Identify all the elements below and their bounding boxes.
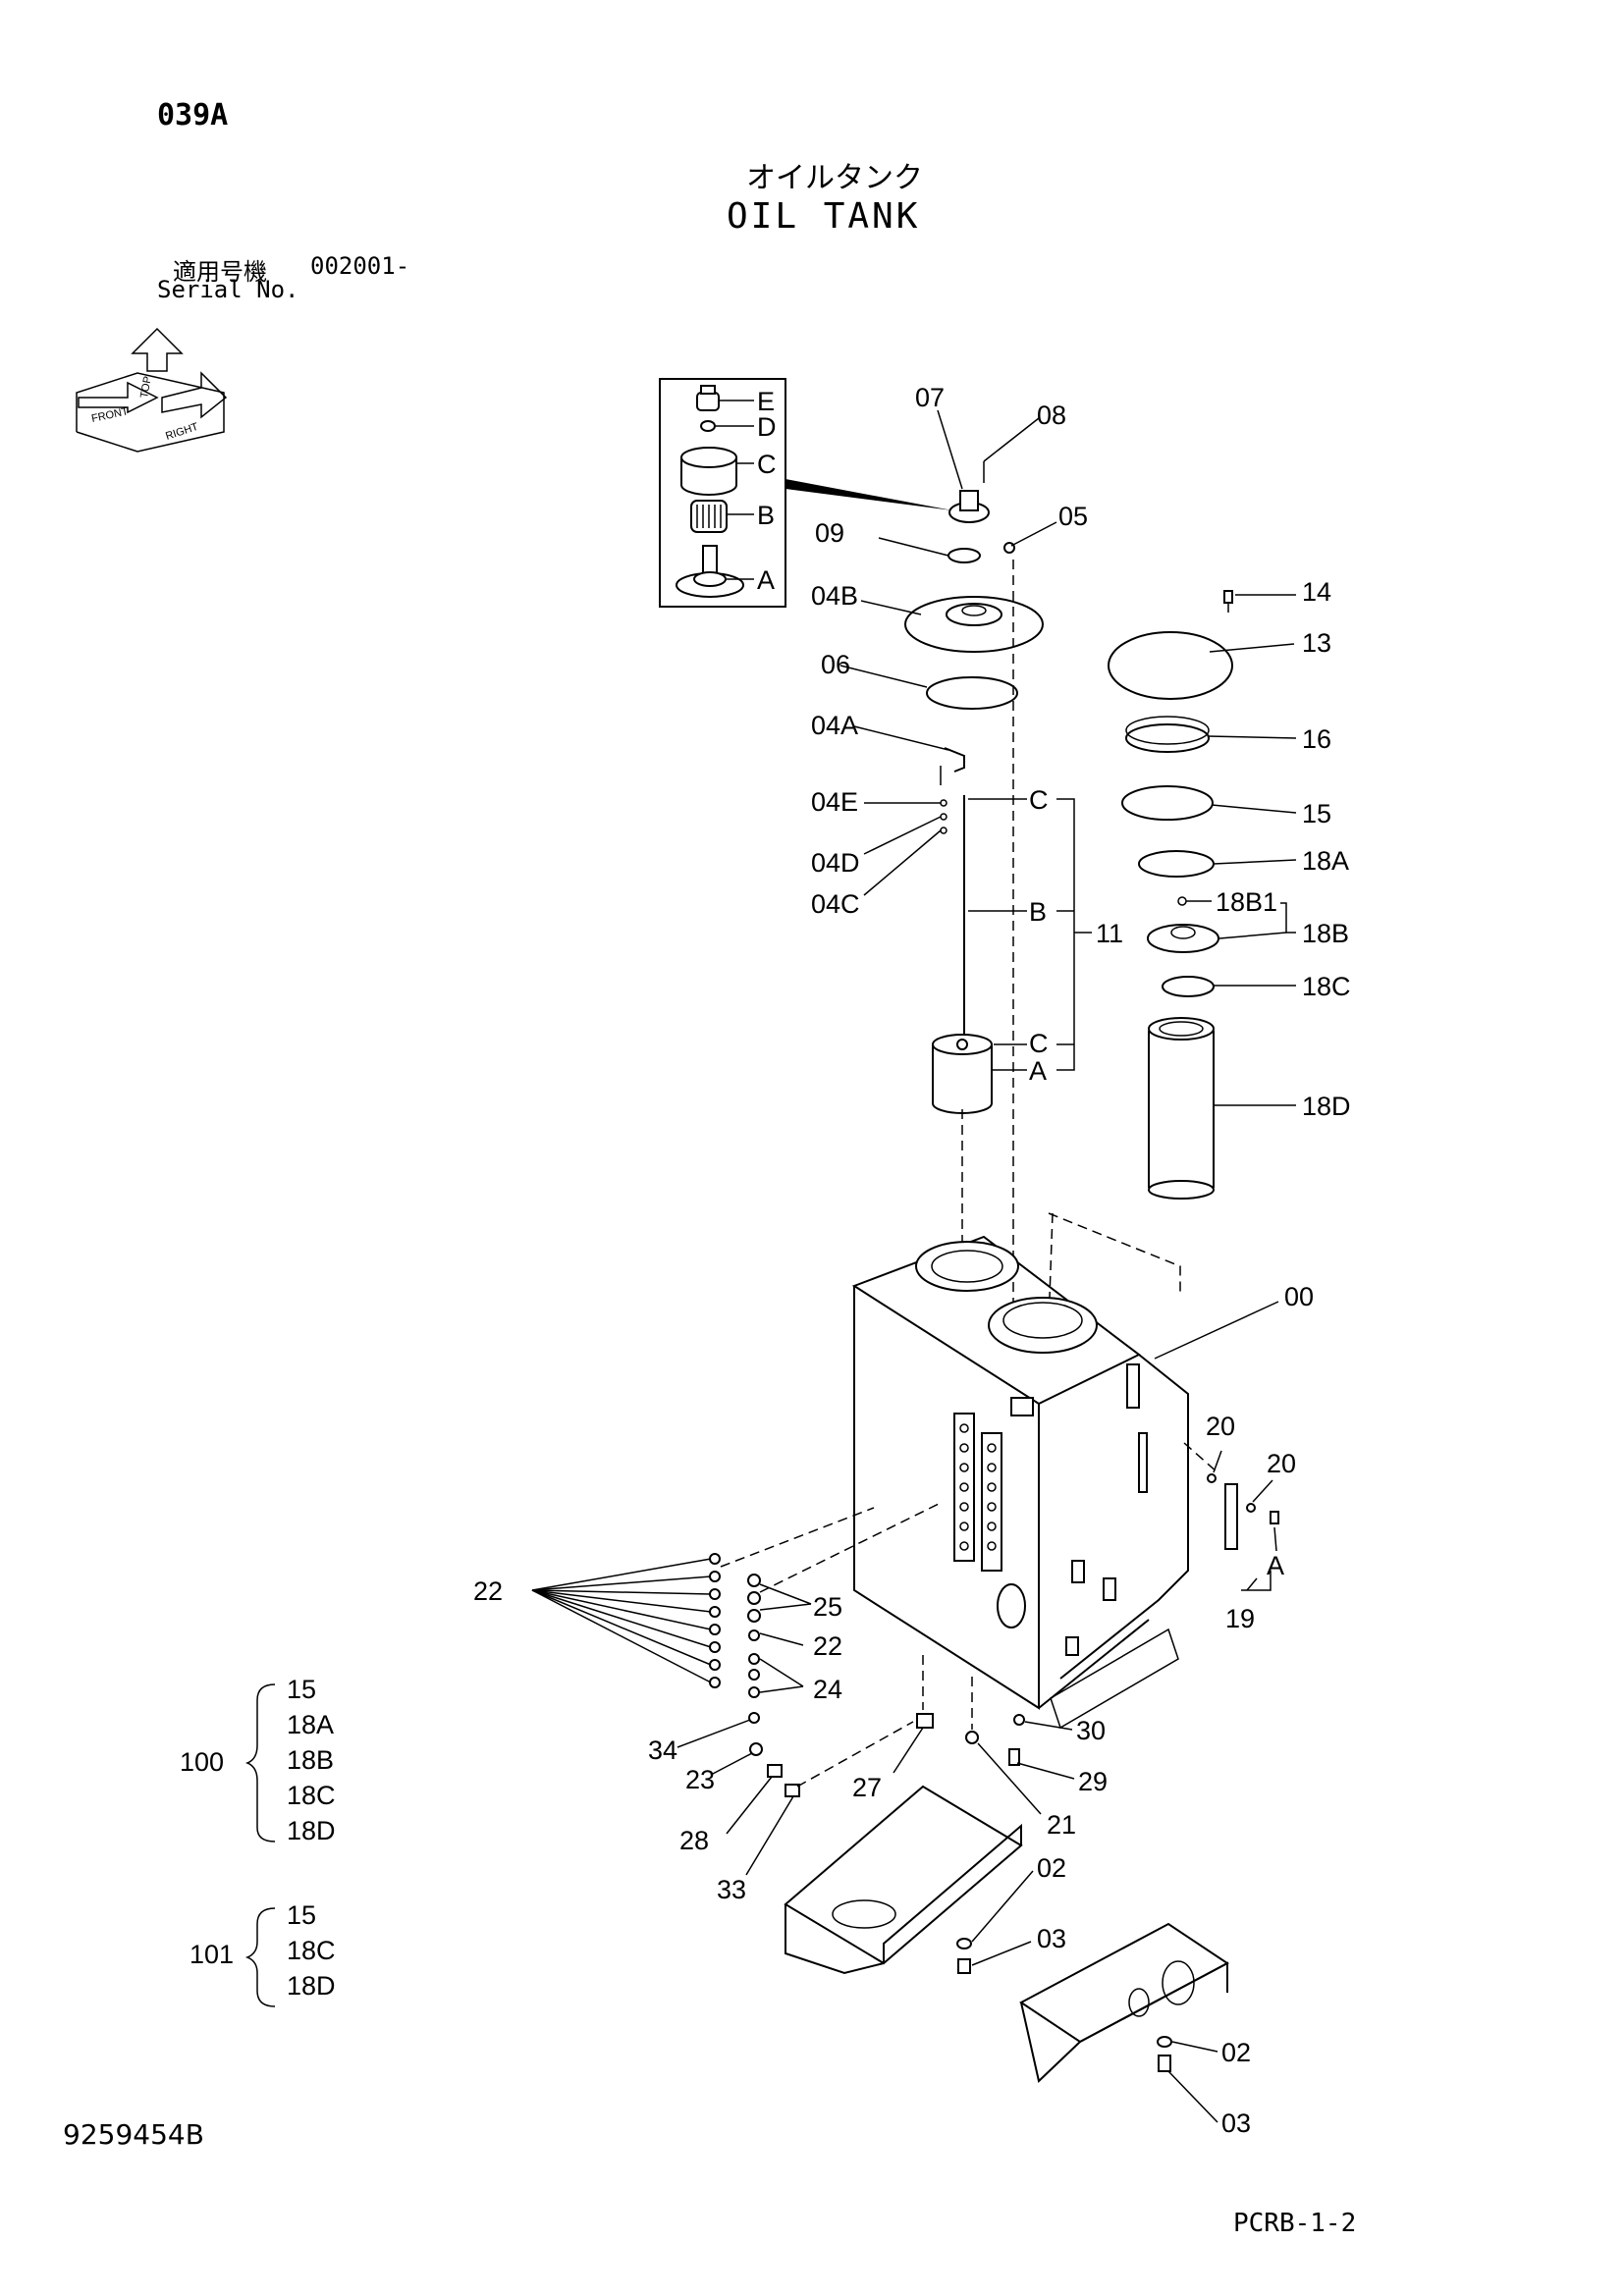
callout-20-lower: 20	[1267, 1449, 1296, 1478]
callout-18b1: 18B1	[1216, 887, 1277, 917]
callout-13: 13	[1302, 628, 1331, 658]
page-reference: PCRB-1-2	[1233, 2209, 1357, 2238]
callout-22-left: 22	[473, 1576, 503, 1606]
callout-07: 07	[915, 383, 945, 412]
serial-value: 002001-	[310, 252, 410, 280]
right-arrow-icon	[161, 371, 228, 419]
top-label: TOP	[138, 375, 154, 399]
callout-11: 11	[1096, 919, 1123, 948]
inset-label-a: A	[757, 565, 775, 595]
callout-18a: 18A	[1302, 846, 1349, 876]
callout-29: 29	[1078, 1767, 1108, 1796]
kit-100-item: 15	[287, 1675, 316, 1704]
front-arrow-icon	[78, 381, 159, 414]
callout-27: 27	[852, 1773, 882, 1802]
oil-tank-body	[851, 1235, 1189, 1730]
callout-08: 08	[1037, 400, 1066, 430]
serial-label-japanese: 適用号機	[173, 258, 267, 286]
title-japanese: オイルタンク	[746, 161, 923, 195]
callout-00: 00	[1284, 1282, 1314, 1311]
callout-18d: 18D	[1302, 1092, 1351, 1121]
callout-18b: 18B	[1302, 919, 1349, 948]
level-gauge	[932, 795, 993, 1114]
mounting-brackets	[784, 1785, 1229, 2083]
assembly-center-lines	[961, 560, 1181, 1326]
kit-100: 100 15 18A 18B 18C 18D	[180, 1675, 336, 1845]
document-code: 9259454B	[63, 2118, 204, 2151]
callout-04a: 04A	[811, 711, 858, 740]
inset-detail-box: E D C B A	[659, 378, 786, 608]
callout-04e: 04E	[811, 787, 858, 817]
callout-15: 15	[1302, 799, 1331, 828]
callout-16: 16	[1302, 724, 1331, 754]
callout-03-lower: 03	[1221, 2109, 1251, 2138]
top-arrow-icon	[131, 327, 184, 372]
callout-20-upper: 20	[1206, 1412, 1235, 1441]
side-gauge-19	[1207, 1473, 1279, 1591]
kit-101-id: 101	[189, 1940, 234, 1969]
front-label: FRONT	[90, 405, 130, 425]
inset-label-c: C	[757, 450, 777, 479]
callout-28: 28	[679, 1826, 709, 1855]
callout-04d: 04D	[811, 848, 860, 878]
inset-label-d: D	[757, 412, 777, 442]
inset-label-e: E	[757, 387, 775, 416]
callout-30: 30	[1076, 1716, 1106, 1745]
inset-pointer	[785, 479, 952, 510]
leader-lines	[531, 409, 1297, 2123]
callout-04b: 04B	[811, 581, 858, 611]
kit-100-item: 18B	[287, 1745, 334, 1775]
title-english: OIL TANK	[727, 196, 921, 237]
kit-100-id: 100	[180, 1747, 224, 1777]
kit-101-item: 18D	[287, 1971, 336, 2001]
callout-25: 25	[813, 1592, 842, 1622]
orientation-indicator: FRONT RIGHT TOP	[76, 327, 228, 453]
callout-02-lower: 02	[1221, 2038, 1251, 2067]
callout-02-upper: 02	[1037, 1853, 1066, 1883]
kit-100-item: 18A	[287, 1710, 334, 1739]
callout-18c: 18C	[1302, 972, 1351, 1001]
callout-11-c-bottom: C	[1029, 1029, 1049, 1058]
callout-06: 06	[821, 650, 850, 679]
callout-side-a: A	[1267, 1551, 1284, 1580]
right-label: RIGHT	[164, 421, 200, 443]
callout-03-upper: 03	[1037, 1924, 1066, 1953]
callout-11-b: B	[1029, 897, 1047, 927]
callout-19: 19	[1225, 1604, 1255, 1633]
callout-22-right: 22	[813, 1631, 842, 1661]
breather-assembly	[904, 461, 1044, 785]
callout-33: 33	[717, 1875, 746, 1904]
callout-24: 24	[813, 1675, 842, 1704]
callout-05: 05	[1058, 502, 1088, 531]
kit-100-item: 18D	[287, 1816, 336, 1845]
kit-101-item: 15	[287, 1900, 316, 1930]
kit-101: 101 15 18C 18D	[189, 1900, 336, 2007]
callout-04c: 04C	[811, 889, 860, 919]
serial-label-english: Serial No.	[157, 276, 299, 303]
callout-23: 23	[685, 1765, 715, 1794]
callout-21: 21	[1047, 1810, 1076, 1840]
callout-11-a: A	[1029, 1056, 1047, 1086]
kit-100-item: 18C	[287, 1781, 336, 1810]
return-filter-assembly	[1108, 590, 1233, 1200]
callout-labels: 07 08 09 05 04B 06 04A 04E 04D 04C C B C…	[473, 383, 1351, 2138]
callout-11-c-top: C	[1029, 785, 1049, 815]
page-number: 039A	[157, 98, 229, 133]
callout-09: 09	[815, 518, 844, 548]
inset-label-b: B	[757, 501, 775, 530]
callout-34: 34	[648, 1735, 677, 1765]
callout-14: 14	[1302, 577, 1331, 607]
kit-101-item: 18C	[287, 1936, 336, 1965]
